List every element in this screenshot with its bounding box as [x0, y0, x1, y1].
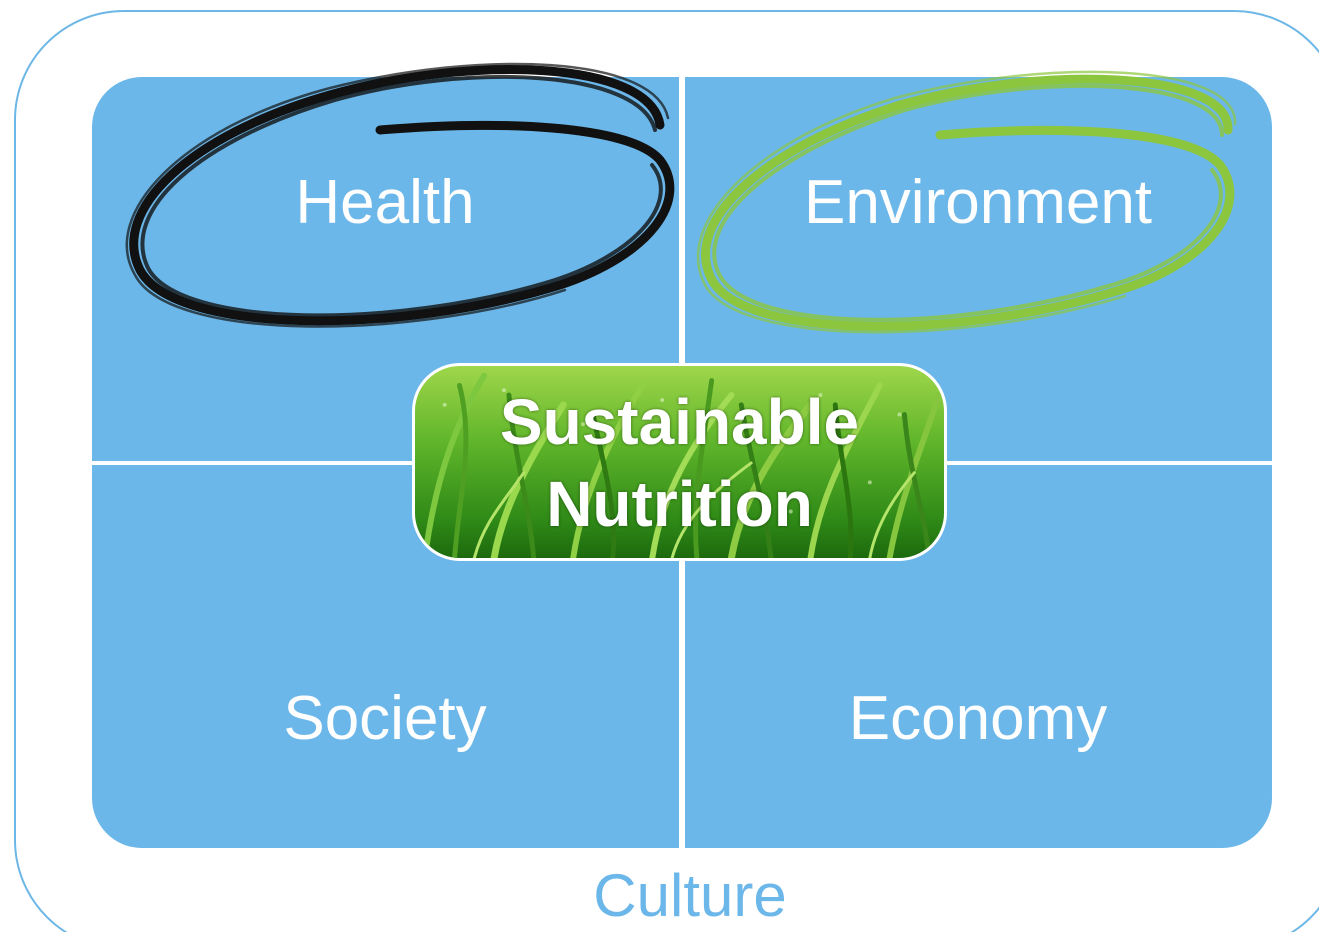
culture-label: Culture — [593, 862, 787, 929]
society-label: Society — [283, 684, 487, 753]
center-title-line2: Nutrition — [546, 468, 813, 540]
center-title-line1: Sustainable — [499, 386, 860, 458]
environment-label: Environment — [803, 168, 1153, 237]
health-label: Health — [295, 168, 475, 237]
economy-label: Economy — [848, 684, 1108, 753]
grass-image-icon — [421, 372, 943, 558]
sustainable-nutrition-badge — [412, 363, 947, 561]
